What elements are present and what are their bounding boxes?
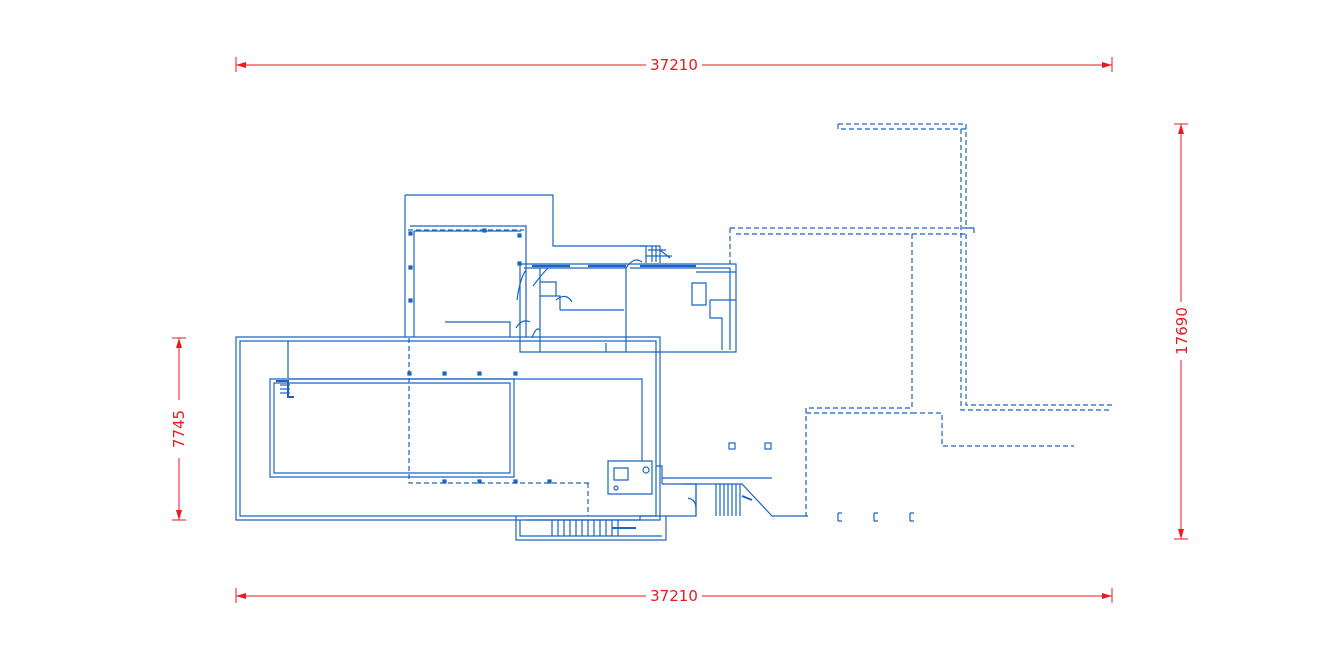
upper-building <box>404 194 737 353</box>
dimension-top: 37210 <box>235 56 1113 74</box>
dimension-right: 17690 <box>1173 123 1191 540</box>
dashed-outlines <box>408 123 1112 516</box>
side-stairs <box>639 465 808 520</box>
lower-stairs <box>515 516 667 541</box>
pool <box>269 341 643 478</box>
dimension-top-label: 37210 <box>650 56 698 74</box>
dimension-bottom-label: 37210 <box>650 587 698 605</box>
dimension-bottom: 37210 <box>235 587 1113 605</box>
dimension-left-label: 7745 <box>170 410 188 448</box>
dimension-left: 7745 <box>170 337 188 521</box>
dimension-right-label: 17690 <box>1173 307 1191 355</box>
lower-platform <box>235 336 661 521</box>
kitchen-unit <box>607 460 653 495</box>
